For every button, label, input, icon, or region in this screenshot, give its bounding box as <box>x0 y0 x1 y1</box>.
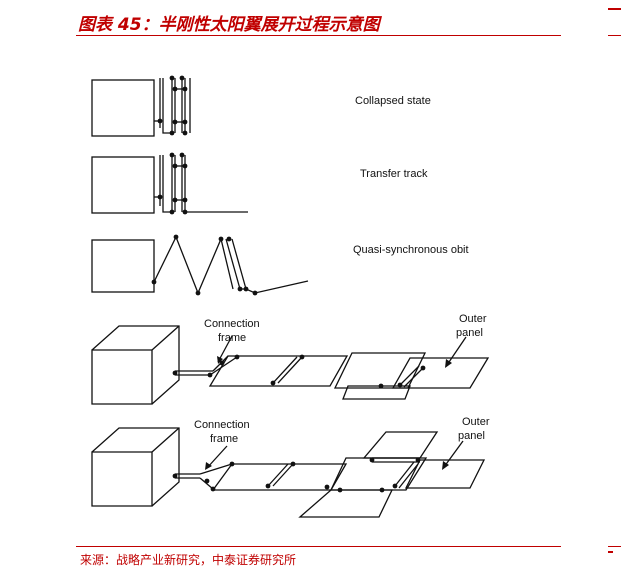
transfer-track-stage: Transfer track <box>91 152 428 215</box>
title-rule <box>76 35 561 36</box>
satellite-body <box>91 79 155 137</box>
right-column-footer-rule <box>608 546 621 547</box>
zigzag-panels <box>153 235 234 295</box>
collapsed-state-label: Collapsed state <box>355 95 431 107</box>
connection-frame-arm <box>175 355 238 376</box>
satellite-body <box>91 156 155 214</box>
connection-frame-label-b-line1: Connection <box>194 419 250 431</box>
leader-arrows <box>205 440 464 470</box>
hinge-points <box>151 234 258 296</box>
outer-panel-label-a-line1: Outer <box>459 313 487 325</box>
collapsed-state-stage: Collapsed state <box>91 75 431 137</box>
hinge-points <box>157 75 188 136</box>
quasi-synchronous-label: Quasi-synchronous obit <box>353 244 469 256</box>
figure-title: 图表 45：半刚性太阳翼展开过程示意图 <box>78 15 380 35</box>
satellite-body <box>91 239 155 293</box>
panel-chain <box>208 352 490 400</box>
connection-frame-label-b-line2: frame <box>210 433 238 445</box>
hinge-points <box>172 354 426 389</box>
right-column-rule <box>608 35 621 36</box>
right-column-mark <box>608 8 621 10</box>
right-column-footer-mark <box>608 551 613 553</box>
panel-chain <box>211 431 486 518</box>
leader-arrows <box>217 335 467 368</box>
fully-deployed-stage: Connection frame Outer panel <box>91 416 490 518</box>
partially-folded-panels <box>154 155 248 213</box>
outer-panel-label-b-line2: panel <box>458 430 485 442</box>
quasi-synchronous-stage: Quasi-synchronous obit <box>91 234 469 296</box>
connection-frame-arm <box>175 463 233 490</box>
connection-frame-label-a-line1: Connection <box>204 318 260 330</box>
transfer-track-label: Transfer track <box>360 168 428 180</box>
outer-panel-label-a-line2: panel <box>456 327 483 339</box>
folded-panels <box>154 78 191 134</box>
satellite-cube <box>91 325 180 405</box>
deploying-panels-stage: Connection frame Outer panel <box>91 313 490 405</box>
hinge-points <box>157 152 188 215</box>
connection-frame-label-a-line2: frame <box>218 332 246 344</box>
hinge-points <box>172 457 421 493</box>
footer-rule <box>76 546 561 547</box>
outer-panel-label-b-line1: Outer <box>462 416 490 428</box>
satellite-cube <box>91 427 180 507</box>
source-note: 来源：战略产业新研究，中泰证券研究所 <box>80 553 297 567</box>
